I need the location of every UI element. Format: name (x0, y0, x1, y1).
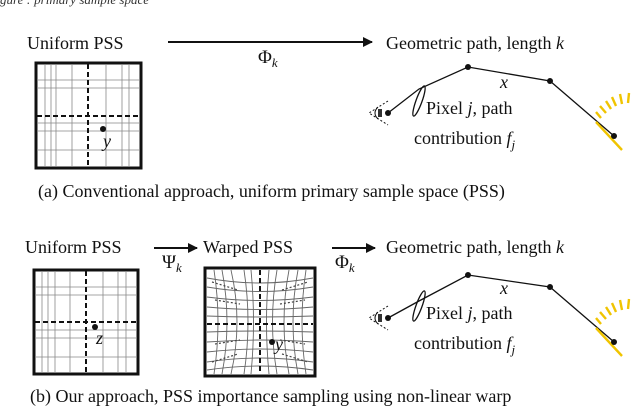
path-label-a: Geometric path, length k (386, 33, 564, 53)
warped-pss-label: Warped PSS (203, 237, 294, 257)
pixel-lens-icon (412, 85, 426, 117)
phi-label-b: Φk (335, 252, 355, 276)
warped-pss-grid (203, 266, 317, 378)
eye-icon (368, 305, 389, 331)
contribution-label-b: contribution fj (414, 333, 516, 357)
sample-point-z (92, 324, 98, 330)
uniform-pss-grid-b (32, 268, 140, 376)
phi-label-a: Φk (258, 47, 278, 71)
contribution-label-a: contribution fj (414, 128, 516, 152)
path-label-b: Geometric path, length k (386, 237, 564, 257)
uniform-pss-label-a: Uniform PSS (27, 33, 124, 53)
psi-label: Ψk (162, 252, 182, 276)
geometric-path-a (385, 64, 615, 137)
vertex-x-label-a: x (500, 72, 508, 92)
light-source-icon (595, 92, 631, 151)
sample-point-y (100, 126, 106, 132)
eye-icon (368, 100, 389, 126)
uniform-pss-grid-a (34, 61, 143, 170)
pixel-lens-icon (412, 290, 426, 322)
sample-point-y-warped (269, 339, 275, 345)
caption-a: (a) Conventional approach, uniform prima… (38, 181, 505, 201)
uniform-pss-label-b: Uniform PSS (25, 237, 122, 257)
cropped-figure-heading: gure : primary sample space (0, 0, 149, 8)
vertex-x-label-b: x (500, 278, 508, 298)
sample-y-label-b: y (275, 334, 283, 354)
pixel-label-b: Pixel j, path (426, 303, 513, 323)
pixel-label-a: Pixel j, path (426, 98, 513, 118)
sample-z-label: z (96, 328, 104, 348)
sample-y-label-a: y (103, 131, 111, 151)
geometric-path-b (385, 272, 615, 343)
caption-b: (b) Our approach, PSS importance samplin… (30, 386, 512, 406)
light-source-icon (595, 298, 631, 357)
